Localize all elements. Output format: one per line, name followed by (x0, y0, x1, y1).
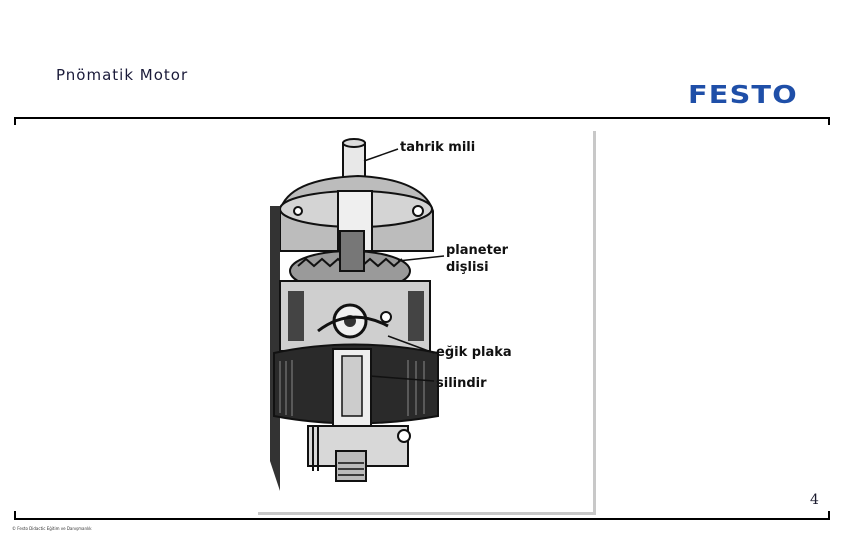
page-number: 4 (810, 492, 819, 508)
festo-logo: FESTO (688, 80, 798, 109)
label-planet-gear-line1: planeter (446, 243, 509, 258)
motor-cutaway-figure: tahrik mili planeter dişlisi eğik plaka … (258, 131, 596, 515)
top-divider-left-tick (14, 117, 16, 125)
copyright-text: © Festo Didactic Eğitim ve Danışmanlık (12, 526, 92, 531)
bottom-divider-right-tick (828, 511, 830, 519)
bottom-divider-left-tick (14, 511, 16, 519)
motor-cutaway-drawing: tahrik mili planeter dişlisi eğik plaka … (270, 138, 512, 491)
bottom-divider (14, 518, 830, 520)
top-divider-right-tick (828, 117, 830, 125)
slide-title: Pnömatik Motor (56, 66, 189, 84)
label-planet-gear-line2: dişlisi (446, 260, 489, 275)
label-cylinder: silindir (436, 376, 487, 391)
label-drive-shaft: tahrik mili (400, 140, 475, 155)
label-swash-plate: eğik plaka (436, 345, 512, 360)
top-divider (14, 117, 830, 119)
